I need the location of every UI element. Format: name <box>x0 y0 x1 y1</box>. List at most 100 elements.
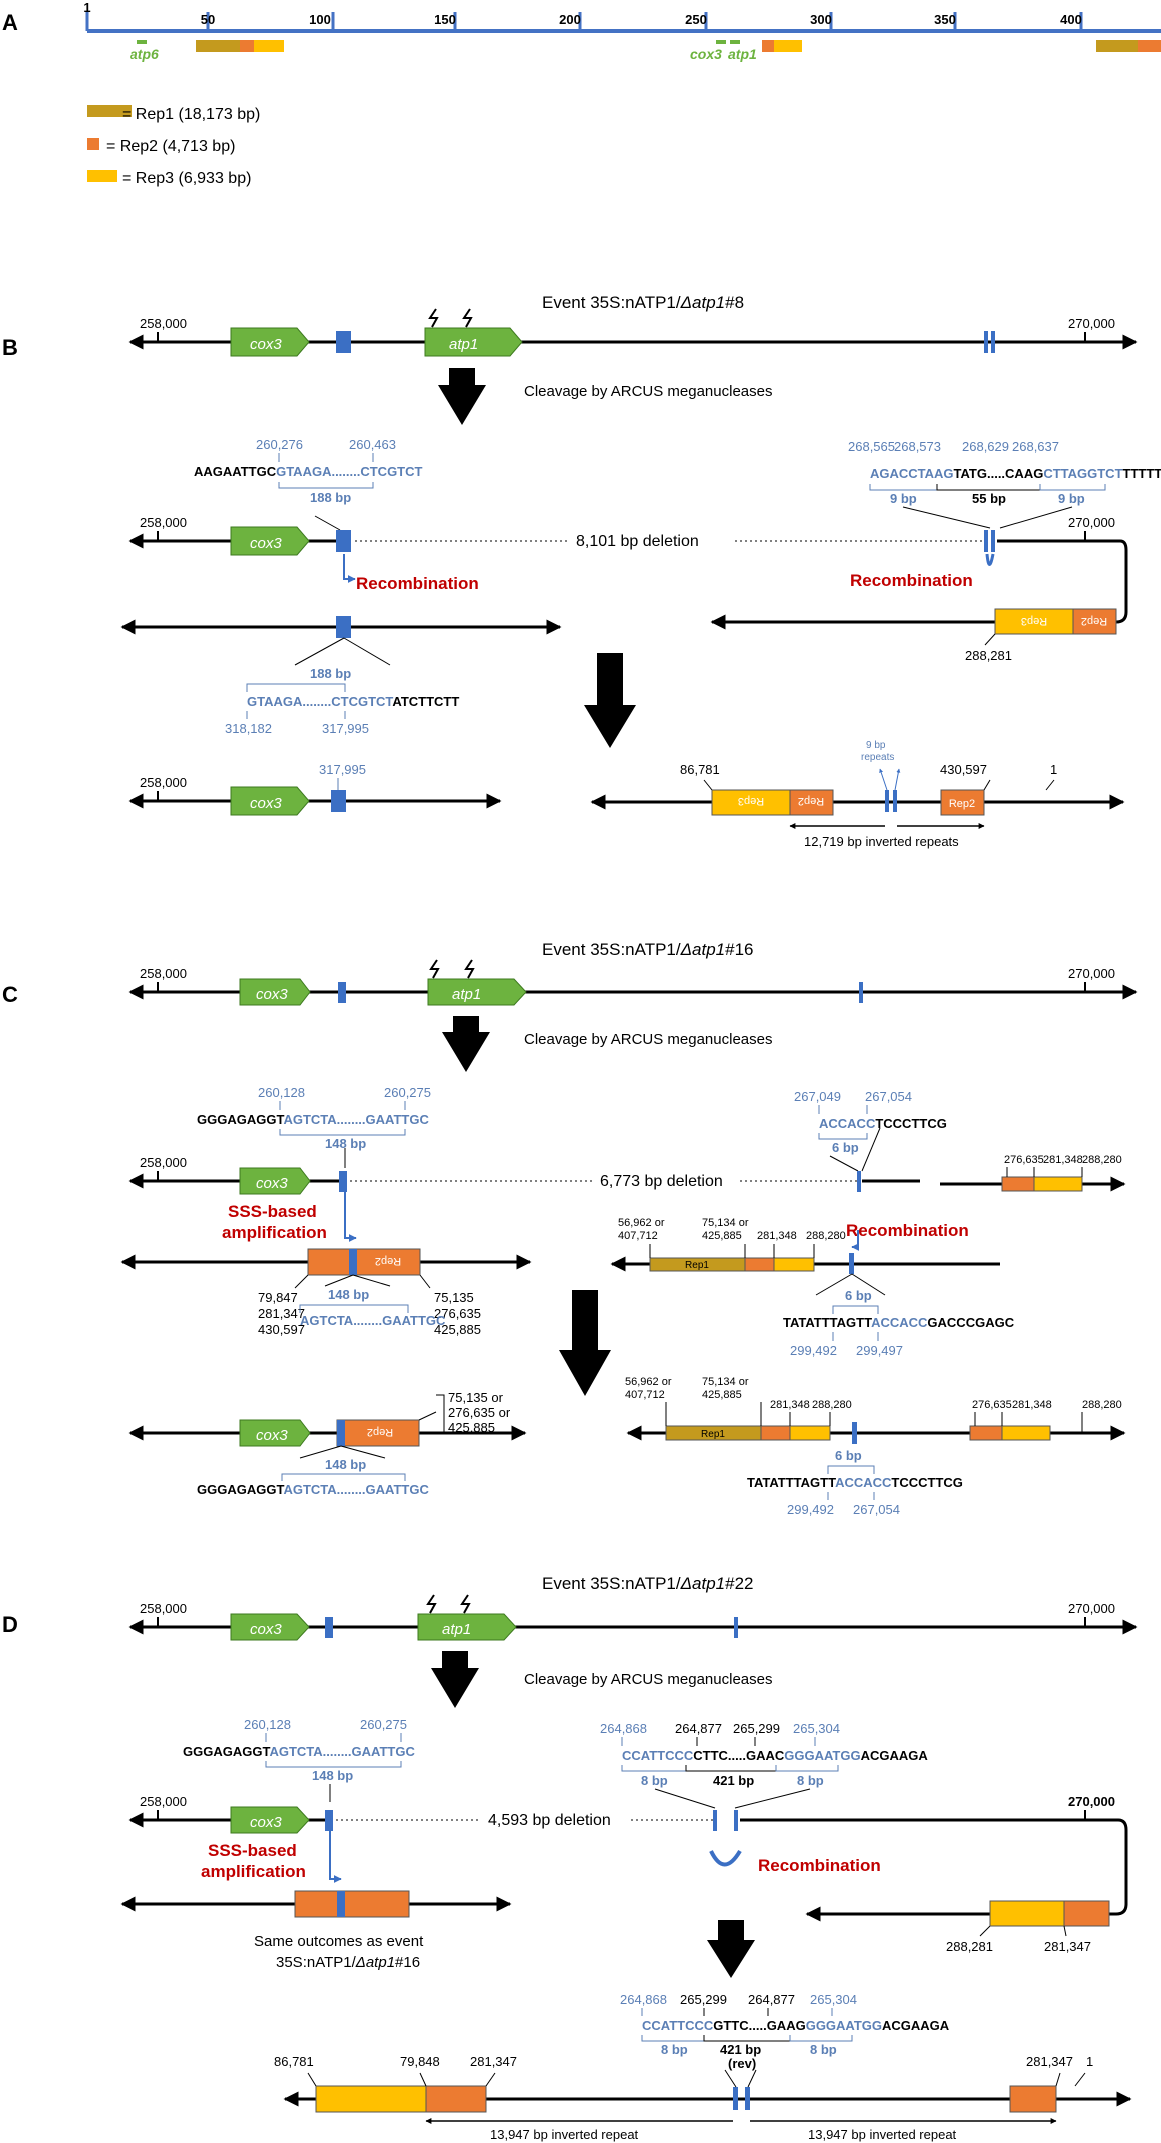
coord: 317,995 <box>322 721 369 736</box>
sequence: ACCACCTCCCTTCG <box>819 1116 947 1131</box>
gene-label: cox3 <box>256 1175 288 1192</box>
coord: 258,000 <box>140 1601 187 1616</box>
recombination-label: Recombination <box>758 1856 881 1875</box>
recombination-label: Recombination <box>356 574 479 593</box>
legend-text: = Rep3 (6,933 bp) <box>122 170 251 187</box>
panel-label-c: C <box>2 982 18 1007</box>
bp-label: 421 bp <box>720 2042 761 2057</box>
coord: 264,877 <box>675 1721 722 1736</box>
gene-label: atp1 <box>452 986 481 1003</box>
repeat-label: Rep3 <box>738 795 764 807</box>
bp-label: 188 bp <box>310 666 351 681</box>
sss-label: amplification <box>222 1223 327 1242</box>
legend-swatch-rep3 <box>87 170 117 182</box>
panel-d: D Event 35S:nATP1/Δatp1#22 258,000 270,0… <box>2 1574 1138 2142</box>
lightning-icon <box>426 1594 437 1614</box>
coord: 258,000 <box>140 515 187 530</box>
gene-label: cox3 <box>250 535 282 552</box>
coord: 281,348 <box>757 1230 797 1242</box>
coord: 260,128 <box>258 1085 305 1100</box>
sequence: AAGAATTGCGTAAGA........CTCGTCT <box>194 464 423 479</box>
coord: 260,276 <box>256 437 303 452</box>
coord: 281,347 <box>1026 2054 1073 2069</box>
coord: 258,000 <box>140 775 187 790</box>
coord: 407,712 <box>625 1389 665 1401</box>
coord: 265,299 <box>680 1992 727 2007</box>
gene-label: cox3 <box>250 1814 282 1831</box>
recombination-loop <box>985 553 995 566</box>
bp-label: 148 bp <box>325 1457 366 1472</box>
panel-label-b: B <box>2 335 18 360</box>
sequence: GTAAGA........CTCGTCTATCTTCTT <box>247 694 459 709</box>
coord: 258,000 <box>140 316 187 331</box>
tick-label: 250 <box>685 12 707 27</box>
down-arrow-icon <box>707 1920 755 1978</box>
repeat-label: Rep2 <box>1081 615 1107 627</box>
coord: 264,868 <box>600 1721 647 1736</box>
repeat-label: Rep2 <box>949 798 975 810</box>
coord: 75,135 or <box>448 1390 504 1405</box>
coord: 299,497 <box>856 1343 903 1358</box>
target-site <box>336 530 351 552</box>
sequence: CCATTCCCGTTC.....GAAGGGGAATGGACGAAGA <box>642 2018 950 2033</box>
panel-c: C Event 35S:nATP1/Δatp1#16 258,000 270,0… <box>2 940 1138 1517</box>
repeat-label: Rep3 <box>1021 615 1047 627</box>
coord: 276,635 or <box>448 1405 511 1420</box>
recombination-loop <box>709 1849 742 1867</box>
event-title: Event 35S:nATP1/Δatp1#8 <box>542 293 744 312</box>
repeat-label: Rep1 <box>685 1260 709 1271</box>
lightning-icon <box>462 308 473 328</box>
target-site <box>336 331 351 353</box>
deletion-label: 8,101 bp deletion <box>576 533 699 550</box>
coord: 288,280 <box>1082 1154 1122 1166</box>
coord: 258,000 <box>140 966 187 981</box>
repeat-label: Rep2 <box>798 795 824 807</box>
gene-label-atp6: atp6 <box>130 46 159 62</box>
coord: 75,135 <box>434 1290 474 1305</box>
panel-label-d: D <box>2 1612 18 1637</box>
gene-cox3 <box>239 978 311 1006</box>
tick-label: 100 <box>309 12 331 27</box>
coord: 264,877 <box>748 1992 795 2007</box>
gene-label: cox3 <box>250 336 282 353</box>
panel-label-a: A <box>2 10 18 35</box>
coord: 79,847 <box>258 1290 298 1305</box>
coord: 79,848 <box>400 2054 440 2069</box>
coord: 264,868 <box>620 1992 667 2007</box>
repeat-label: Rep2 <box>375 1255 401 1267</box>
coord: 270,000 <box>1068 1601 1115 1616</box>
coord: 86,781 <box>274 2054 314 2069</box>
sequence: GGGAGAGGTAGTCTA........GAATTGC <box>183 1744 415 1759</box>
tick-label: 200 <box>559 12 581 27</box>
coord: 260,275 <box>360 1717 407 1732</box>
coord: 260,275 <box>384 1085 431 1100</box>
repeats-label: repeats <box>861 752 894 763</box>
coord: 288,280 <box>806 1230 846 1242</box>
same-outcomes: Same outcomes as event <box>254 1933 424 1950</box>
bp-label: 148 bp <box>312 1768 353 1783</box>
tick-label: 50 <box>201 12 215 27</box>
bp-label: 148 bp <box>328 1287 369 1302</box>
down-arrow-icon <box>431 1651 479 1708</box>
deletion-label: 6,773 bp deletion <box>600 1173 723 1190</box>
coord: 318,182 <box>225 721 272 736</box>
tick-label: 400 <box>1060 12 1082 27</box>
coord: 268,573 <box>894 439 941 454</box>
lightning-icon <box>464 959 475 979</box>
down-arrow-icon <box>559 1290 611 1396</box>
atp1-mark <box>730 40 740 44</box>
same-outcomes: 35S:nATP1/Δatp1#16 <box>276 1954 420 1971</box>
coord: 425,885 <box>448 1420 495 1435</box>
gene-cox3 <box>230 1613 310 1641</box>
coord: 267,054 <box>853 1502 900 1517</box>
coord: 268,637 <box>1012 439 1059 454</box>
bp-label: 9 bp <box>1058 491 1085 506</box>
down-arrow-icon <box>442 1016 490 1072</box>
legend: = Rep1 (18,173 bp) = Rep2 (4,713 bp) = R… <box>87 105 260 187</box>
coord: 288,281 <box>946 1939 993 1954</box>
lightning-icon <box>460 1594 471 1614</box>
down-arrow-icon <box>584 653 636 748</box>
inverted-label: 12,719 bp inverted repeats <box>804 834 959 849</box>
panel-b: B Event 35S:nATP1/Δatp1#8 258,000 270,00… <box>2 293 1161 849</box>
coord: 56,962 or <box>625 1376 672 1388</box>
